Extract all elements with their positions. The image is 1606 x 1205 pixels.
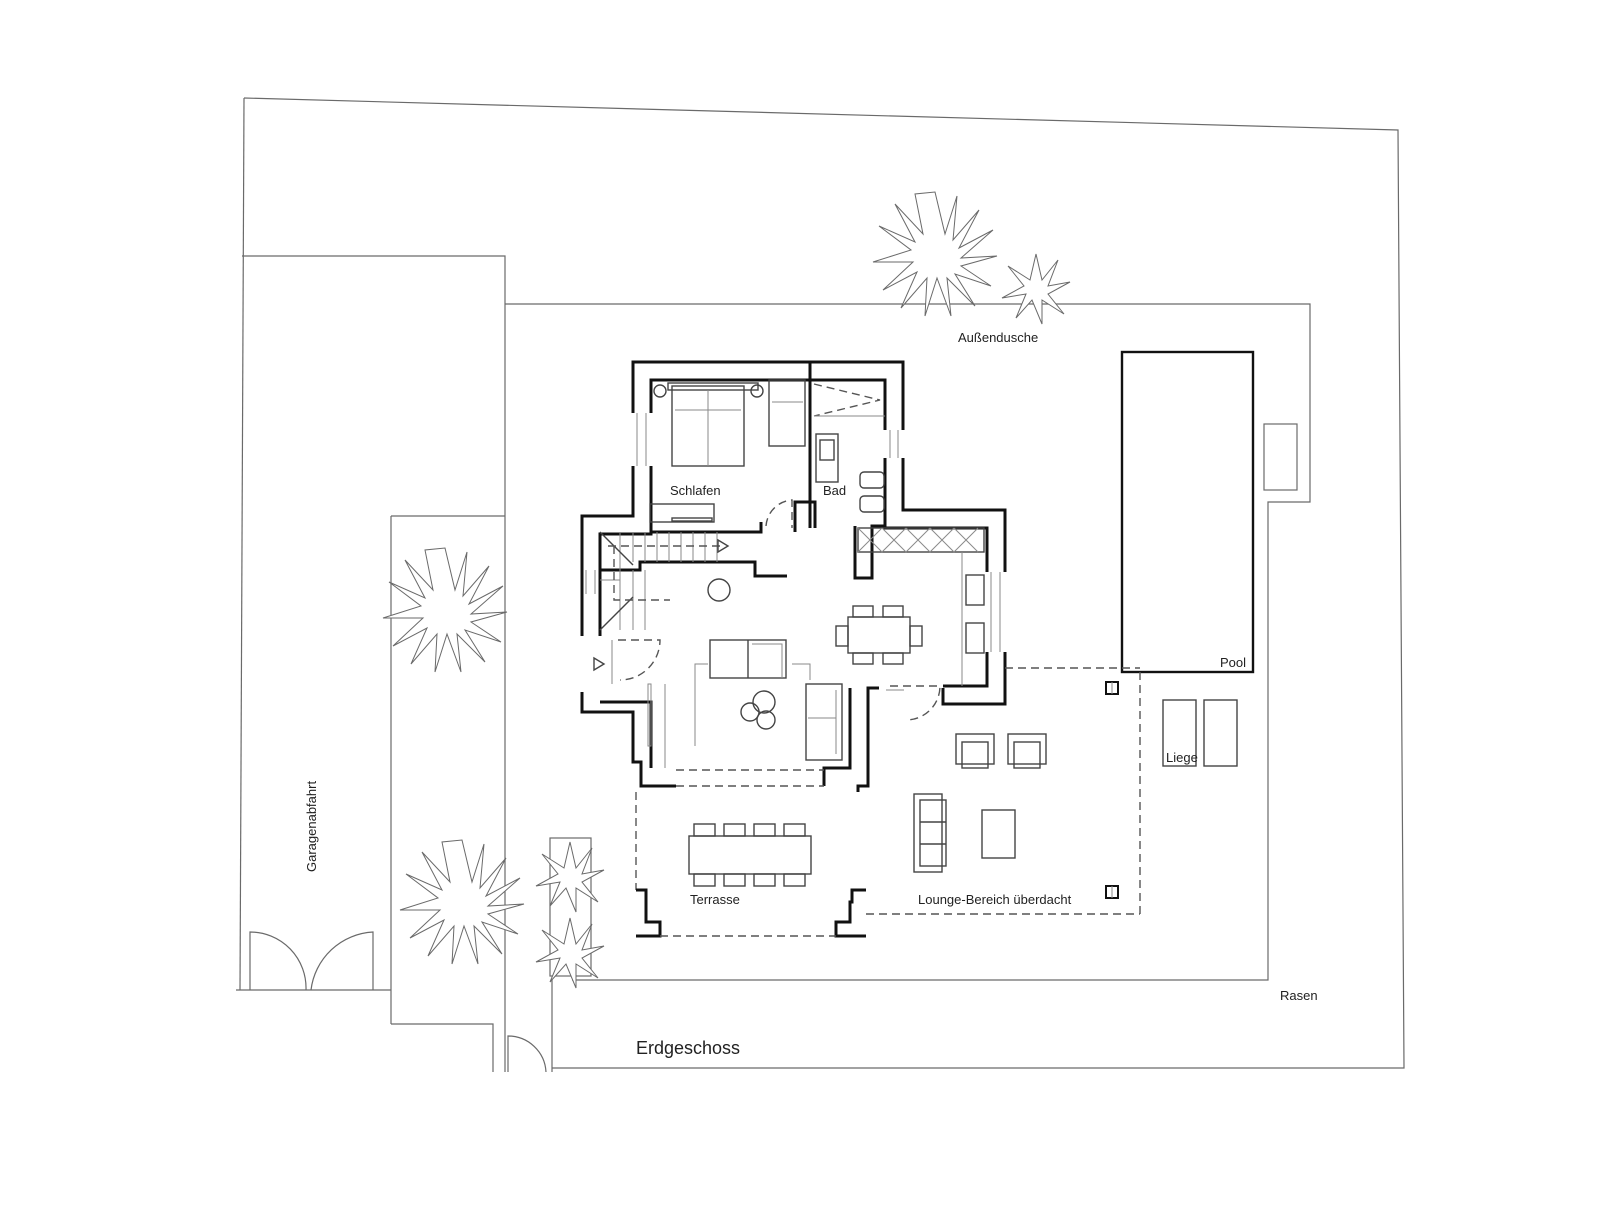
schlafen-label: Schlafen [670, 483, 721, 498]
drawing-title: Erdgeschoss [636, 1038, 740, 1058]
terrace [635, 667, 1141, 938]
outdoor-shower-box [1263, 423, 1298, 491]
property-boundary [239, 97, 1405, 1069]
bad-label: Bad [823, 483, 846, 498]
aussendusche-label: Außendusche [958, 330, 1038, 345]
rasen-label: Rasen [1280, 988, 1318, 1003]
dining-table [835, 605, 923, 665]
kitchen [857, 527, 985, 721]
bedroom-furniture [649, 379, 806, 528]
palm-small-2 [535, 917, 605, 989]
pool-label: Pool [1220, 655, 1246, 670]
house-walls [580, 360, 1007, 792]
terrace-table [688, 823, 812, 887]
sun-loungers: Liege [1162, 699, 1238, 767]
lounge-label: Lounge-Bereich überdacht [918, 892, 1072, 907]
bathroom-fixtures [813, 383, 885, 513]
pool: Pool [1120, 350, 1255, 674]
staircase [599, 531, 730, 631]
garden-area [505, 303, 1311, 981]
entrance-door [593, 639, 661, 684]
garage-driveway [236, 255, 553, 1073]
garagenabfahrt-label: Garagenabfahrt [304, 781, 319, 872]
palm-tree-left [382, 547, 508, 673]
liege-label: Liege [1166, 750, 1198, 765]
living-furniture [647, 578, 843, 768]
palm-small-1 [535, 841, 605, 913]
terrasse-label: Terrasse [690, 892, 740, 907]
lounge-furniture [913, 681, 1119, 899]
